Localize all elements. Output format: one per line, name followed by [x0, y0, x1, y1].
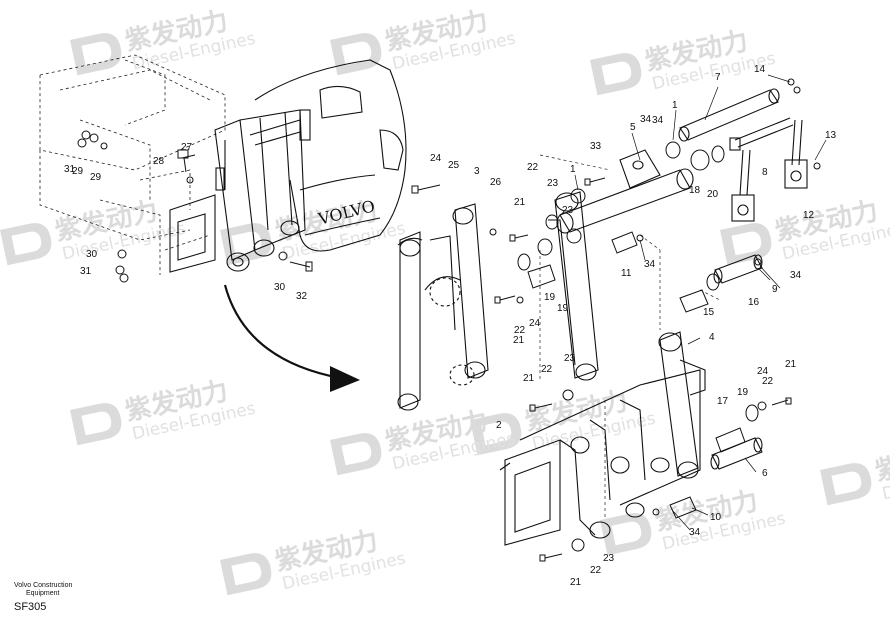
- callout-31: 31: [64, 164, 76, 175]
- callout-23: 23: [603, 553, 615, 564]
- callout-11: 11: [621, 268, 632, 279]
- callout-24: 24: [430, 153, 442, 164]
- shaft-5: [556, 149, 694, 234]
- assembly-guides: [539, 154, 721, 520]
- eye-bolt-12: [731, 149, 755, 222]
- watermark-logo-icon: [70, 403, 122, 446]
- callout-20: 20: [707, 189, 719, 200]
- callout-32: 32: [296, 291, 308, 302]
- callout-34: 34: [644, 259, 656, 270]
- callout-7: 7: [715, 72, 721, 83]
- link-arm-1: [548, 191, 599, 381]
- pin-7: [678, 88, 780, 142]
- pin-8: [729, 117, 794, 151]
- callout-3: 3: [474, 166, 480, 177]
- watermark-logo-icon: [330, 33, 382, 76]
- watermark-logo-icon: [590, 53, 642, 96]
- callout-18: 18: [689, 185, 701, 196]
- curved-arrow: [223, 284, 360, 392]
- callout-34: 34: [689, 527, 701, 538]
- callout-34: 34: [790, 270, 802, 281]
- watermark-logo-icon: [70, 33, 122, 76]
- callout-17: 17: [717, 396, 729, 407]
- callout-21: 21: [570, 577, 582, 588]
- callout-22: 22: [541, 364, 553, 375]
- link-arm-4: [658, 331, 706, 479]
- callout-34: 34: [652, 115, 664, 126]
- eye-bolt-13: [784, 119, 808, 189]
- callout-30: 30: [274, 282, 286, 293]
- callout-24: 24: [757, 366, 769, 377]
- callout-15: 15: [703, 307, 715, 318]
- callout-26: 26: [490, 177, 502, 188]
- callout-23: 23: [562, 205, 574, 216]
- callout-29: 29: [90, 172, 102, 183]
- callout-24: 24: [529, 318, 541, 329]
- watermark-logo-icon: [330, 433, 382, 476]
- watermark-logo-icon: [0, 223, 52, 266]
- callout-13: 13: [825, 130, 837, 141]
- watermark-logo-icon: [600, 513, 652, 556]
- callout-21: 21: [523, 373, 535, 384]
- callout-21: 21: [785, 359, 797, 370]
- callout-2: 2: [496, 420, 502, 431]
- callout-21: 21: [514, 197, 526, 208]
- callout-10: 10: [710, 512, 722, 523]
- callout-16: 16: [748, 297, 760, 308]
- watermark-logo-icon: [470, 413, 522, 456]
- drawing-code: SF305: [14, 601, 47, 613]
- callout-layer: 1123456789101112131415161718191919202121…: [64, 64, 837, 588]
- callout-31: 31: [80, 266, 92, 277]
- callout-1: 1: [570, 164, 576, 175]
- brand-line-1: Volvo Construction: [14, 582, 73, 589]
- left-hinge-assembly: [169, 109, 311, 273]
- callout-33: 33: [590, 141, 602, 152]
- callout-28: 28: [153, 156, 165, 167]
- leader-lines: [574, 74, 827, 531]
- callout-19: 19: [737, 387, 749, 398]
- link-arms-3: [397, 203, 489, 411]
- callout-29: 29: [72, 166, 84, 177]
- callout-21: 21: [513, 335, 525, 346]
- callout-23: 23: [564, 353, 576, 364]
- brand-line-2: Equipment: [26, 590, 60, 597]
- callout-9: 9: [772, 284, 778, 295]
- callout-4: 4: [709, 332, 715, 343]
- callout-30: 30: [86, 249, 98, 260]
- pin-6: [710, 437, 763, 470]
- callout-19: 19: [544, 292, 556, 303]
- callout-14: 14: [754, 64, 766, 75]
- watermark-logo-icon: [820, 463, 872, 506]
- callout-34: 34: [640, 114, 652, 125]
- callout-8: 8: [762, 167, 768, 178]
- callout-23: 23: [547, 178, 559, 189]
- callout-22: 22: [527, 162, 539, 173]
- callout-1: 1: [672, 100, 678, 111]
- callout-12: 12: [803, 210, 815, 221]
- callout-22: 22: [762, 376, 774, 387]
- callout-25: 25: [448, 160, 460, 171]
- machine-frame: [39, 54, 226, 275]
- callout-19: 19: [557, 303, 569, 314]
- callout-5: 5: [630, 122, 636, 133]
- callout-22: 22: [514, 325, 526, 336]
- watermark-main: 紫发动力: [872, 435, 890, 487]
- callout-27: 27: [181, 142, 193, 153]
- watermark-logo-icon: [220, 553, 272, 596]
- callout-6: 6: [762, 468, 768, 479]
- callout-22: 22: [590, 565, 602, 576]
